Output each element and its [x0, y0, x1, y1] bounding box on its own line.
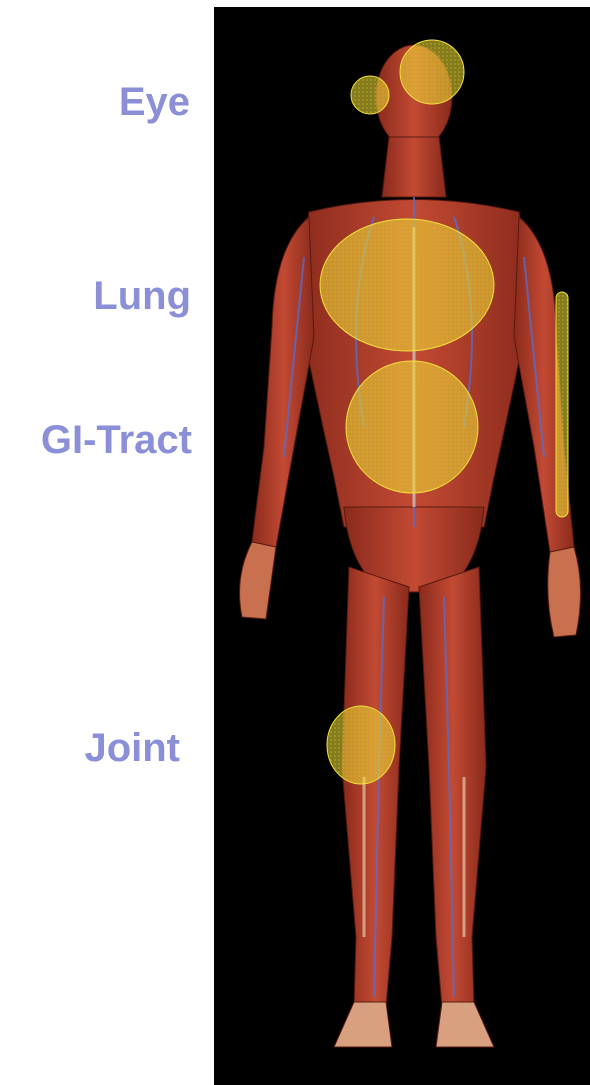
right-hand — [240, 542, 276, 619]
body-figure — [240, 45, 581, 1047]
highlight-eye-large — [400, 40, 464, 104]
highlight-joint — [327, 706, 395, 784]
label-lung: Lung — [93, 276, 191, 316]
left-hand — [548, 547, 581, 637]
highlight-gi-tract — [346, 361, 478, 493]
highlight-lung — [320, 219, 494, 351]
label-eye: Eye — [119, 82, 190, 122]
highlight-arm-nerve — [556, 292, 568, 517]
right-arm — [252, 217, 314, 547]
neck — [382, 137, 446, 197]
label-gi-tract: GI-Tract — [41, 420, 192, 460]
anatomy-image-panel — [214, 7, 590, 1085]
label-joint: Joint — [84, 728, 180, 768]
anatomy-figure — [214, 7, 590, 1085]
left-foot — [436, 1002, 494, 1047]
right-foot — [334, 1002, 392, 1047]
highlight-eye-small — [351, 76, 389, 114]
